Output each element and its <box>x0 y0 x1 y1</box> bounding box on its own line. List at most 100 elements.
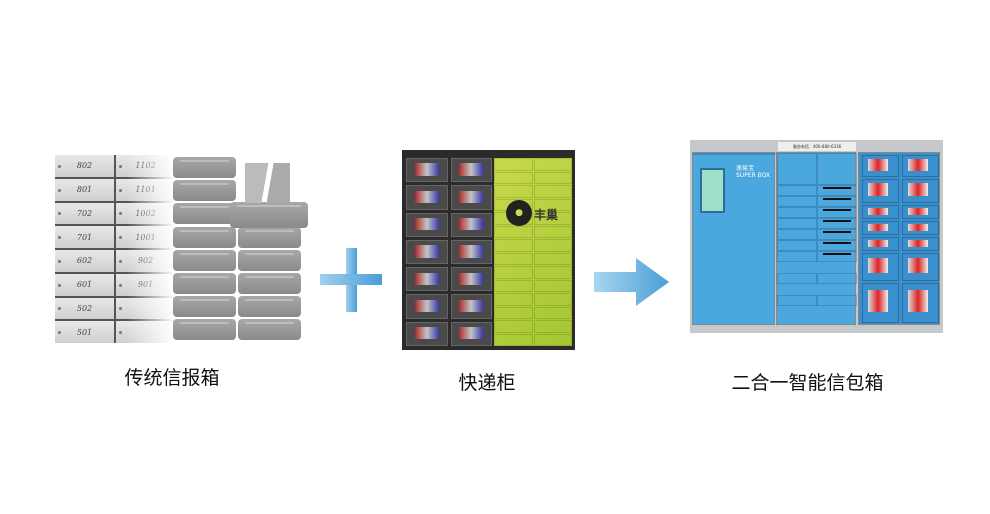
product-compartment <box>902 221 939 235</box>
locker-door <box>406 212 448 237</box>
product-compartment <box>902 179 939 203</box>
locker-door <box>406 158 448 183</box>
mail-slot <box>823 198 851 200</box>
smart-mailbox-image: 速易宝 SUPER BOX 服务电话：400-880-6336 <box>690 140 943 333</box>
product-compartment <box>862 283 899 323</box>
mailbox-door: 1002 <box>116 202 175 225</box>
locker-door <box>817 229 857 240</box>
locker-door <box>777 295 817 306</box>
locker-door <box>533 239 572 252</box>
locker-door <box>777 251 817 262</box>
plus-icon <box>320 248 382 312</box>
locker-door <box>817 240 857 251</box>
locker-door <box>450 321 492 346</box>
locker-door <box>533 252 572 265</box>
product-compartment <box>902 205 939 219</box>
locker-door <box>777 153 817 185</box>
locker-door <box>533 320 572 333</box>
mailbox-slot <box>173 296 236 318</box>
product-compartment <box>862 221 899 235</box>
locker-door <box>817 218 857 229</box>
locker-door <box>406 267 448 292</box>
locker-door <box>777 196 817 207</box>
hotline: 服务电话：400-880-6336 <box>778 142 856 151</box>
mailbox-slot <box>238 249 301 271</box>
locker-door <box>494 158 533 171</box>
locker-door <box>406 239 448 265</box>
locker-logo: ● <box>506 200 532 226</box>
mail-slot <box>823 253 851 255</box>
mail-slot <box>823 220 851 222</box>
mailbox-door <box>116 297 175 320</box>
locker-door <box>450 212 492 237</box>
product-compartment <box>902 237 939 251</box>
arrow-right-icon <box>594 258 669 306</box>
mailbox-slot <box>173 319 236 341</box>
express-locker-label: 快递柜 <box>458 372 516 394</box>
product-compartment <box>862 155 899 177</box>
product-compartment <box>862 253 899 281</box>
locker-door <box>494 320 533 333</box>
mailbox-slot <box>173 226 236 248</box>
locker-door <box>450 267 492 292</box>
mailbox-slot <box>173 157 236 178</box>
letters <box>245 163 290 203</box>
mail-slot <box>823 231 851 233</box>
product-compartment <box>902 253 939 281</box>
locker-door <box>494 171 533 184</box>
mailbox-door: 801 <box>55 178 114 201</box>
mailbox-door: 602 <box>55 250 114 272</box>
locker-door <box>533 212 572 225</box>
mailbox-slot <box>173 180 236 202</box>
product-compartment <box>862 179 899 203</box>
mailbox-slot <box>173 273 236 294</box>
locker-door <box>533 198 572 211</box>
locker-door <box>533 293 572 306</box>
product-compartment <box>902 283 939 323</box>
mail-slot <box>823 209 851 211</box>
locker-door <box>450 294 492 319</box>
locker-door <box>817 185 857 196</box>
locker-door <box>533 279 572 292</box>
mailbox-door: 701 <box>55 226 114 248</box>
locker-door <box>817 207 857 218</box>
mailbox-slot <box>238 226 301 248</box>
mailbox-door: 901 <box>116 273 175 296</box>
locker-door <box>777 273 817 284</box>
locker-door <box>406 294 448 319</box>
mailbox-door: 1102 <box>116 155 175 177</box>
locker-door <box>533 171 572 184</box>
locker-door <box>494 293 533 306</box>
express-locker-image: ● 丰巢 <box>402 150 575 350</box>
locker-door <box>406 185 448 210</box>
mailbox-door: 702 <box>55 202 114 225</box>
locker-door <box>533 225 572 238</box>
locker-door <box>817 153 857 185</box>
locker-door <box>777 229 817 240</box>
traditional-mailbox-label: 传统信报箱 <box>124 367 220 389</box>
locker-door <box>494 252 533 265</box>
locker-door <box>777 218 817 229</box>
locker-door <box>533 158 572 171</box>
locker-door <box>533 266 572 279</box>
locker-door <box>494 239 533 252</box>
locker-door <box>817 295 857 306</box>
locker-door <box>777 185 817 196</box>
locker-door <box>494 225 533 238</box>
mailbox-door: 802 <box>55 155 114 177</box>
locker-door <box>494 333 533 346</box>
mailbox-door: 601 <box>55 273 114 296</box>
mailbox-door: 502 <box>55 297 114 320</box>
locker-door <box>693 153 776 155</box>
mailbox-door <box>116 321 175 343</box>
product-compartment <box>862 237 899 251</box>
smart-brand: 速易宝 SUPER BOX <box>736 165 771 179</box>
smart-mailbox-label: 二合一智能信包箱 <box>731 372 884 394</box>
locker-door <box>533 333 572 346</box>
open-mailbox <box>230 202 308 228</box>
product-compartment <box>902 155 939 177</box>
mailbox-slot <box>173 249 236 271</box>
locker-brand: 丰巢 <box>534 208 559 222</box>
